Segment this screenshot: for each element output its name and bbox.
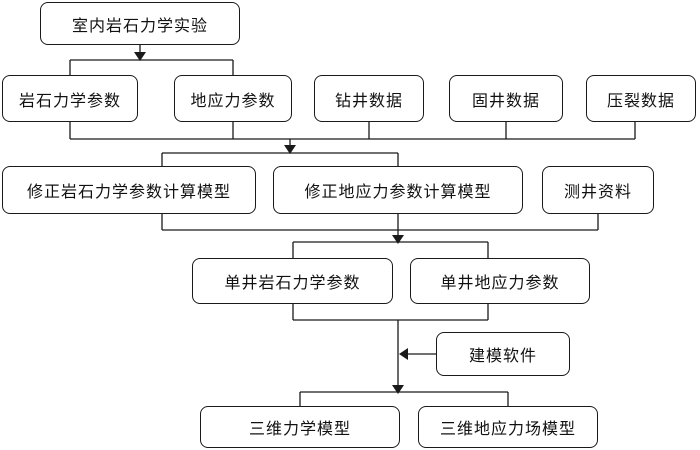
- node-corrected-stress-model: 修正地应力参数计算模型: [273, 166, 523, 214]
- node-fracturing-data: 压裂数据: [586, 75, 696, 122]
- node-drilling-data: 钻井数据: [314, 75, 424, 122]
- node-in-situ-stress-params: 地应力参数: [174, 75, 292, 122]
- node-3d-stress-field-model: 三维地应力场模型: [418, 406, 598, 448]
- arrowhead: [399, 348, 408, 360]
- node-lab-experiment: 室内岩石力学实验: [40, 2, 240, 45]
- node-single-well-rock-params: 单井岩石力学参数: [192, 258, 393, 304]
- node-cementing-data: 固井数据: [449, 75, 563, 122]
- node-rock-mechanics-params: 岩石力学参数: [2, 75, 138, 122]
- node-single-well-stress-params: 单井地应力参数: [410, 258, 590, 304]
- arrowhead: [284, 145, 296, 154]
- node-corrected-rock-model: 修正岩石力学参数计算模型: [2, 166, 256, 214]
- arrowhead: [392, 385, 404, 394]
- node-modeling-software: 建模软件: [436, 332, 570, 376]
- node-well-logging-data: 测井资料: [542, 166, 654, 214]
- arrowhead: [392, 235, 404, 244]
- arrowhead: [134, 52, 146, 61]
- node-3d-mechanics-model: 三维力学模型: [200, 406, 400, 448]
